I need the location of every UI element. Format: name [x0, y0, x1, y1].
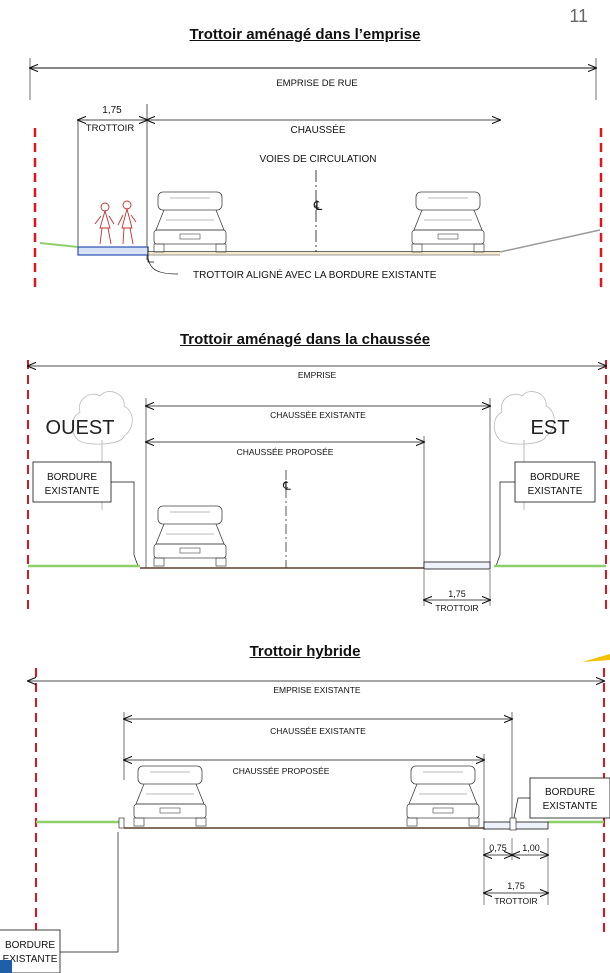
pedestrians-icon [94, 200, 137, 245]
west-label: OUEST [46, 417, 115, 439]
section-2-title: Trottoir aménagé dans la chaussée [179, 331, 431, 348]
proposed-roadway-label: CHAUSSÉE PROPOSÉE [237, 447, 334, 457]
existing-roadway-label: CHAUSSÉE EXISTANTE [270, 410, 366, 420]
car-left-icon [133, 765, 207, 827]
east-curb-callout [529, 777, 610, 819]
sidewalk-slab [423, 561, 491, 570]
proposed-roadway-label: CHAUSSÉE PROPOSÉE [233, 766, 330, 776]
west-curb-label-line2: EXISTANTE [45, 486, 100, 497]
corner-accent [0, 960, 12, 973]
east-curb-callout [514, 461, 596, 503]
car-right-icon [411, 191, 485, 253]
east-label: EST [531, 417, 570, 439]
sidewalk-label: TROTTOIR [86, 123, 135, 134]
lanes-label: VOIES DE CIRCULATION [259, 154, 376, 165]
east-curb-label-line1: BORDURE [545, 787, 595, 798]
sidewalk-slab [77, 246, 149, 256]
west-curb-label-line1: BORDURE [5, 940, 55, 951]
east-curb-label-line1: BORDURE [530, 472, 580, 483]
section-2-diagram: EMPRISE CHAUSSÉE EXISTANTE CHAUSSÉE PROP… [27, 360, 607, 613]
embankment [499, 229, 601, 253]
emprise-label: EMPRISE [298, 370, 337, 380]
car-left-icon [153, 191, 227, 253]
section-1-title: Trottoir aménagé dans l’emprise [189, 26, 421, 43]
sidewalk-width: 1,75 [448, 589, 466, 599]
sidewalk-width: 1,75 [102, 105, 122, 116]
west-curb-label-line1: BORDURE [47, 472, 97, 483]
dim-a: 0,75 [489, 843, 507, 853]
east-curb-label-line2: EXISTANTE [528, 486, 583, 497]
yellow-accent [582, 654, 610, 662]
dim-b: 1,00 [522, 843, 540, 853]
section-1-diagram: EMPRISE DE RUE 1,75 TROTTOIR CHAUSSÉE VO… [30, 58, 603, 290]
emprise-label: EMPRISE EXISTANTE [273, 685, 361, 695]
roadway-label: CHAUSSÉE [290, 123, 345, 136]
east-curb-label-line2: EXISTANTE [543, 801, 598, 812]
page-number: 11 [569, 6, 588, 26]
alignment-note: TROTTOIR ALIGNÉ AVEC LA BORDURE EXISTANT… [193, 268, 437, 281]
car-icon [153, 505, 227, 567]
existing-roadway-label: CHAUSSÉE EXISTANTE [270, 726, 366, 736]
centerline-symbol: ℄ [313, 198, 323, 213]
sidewalk-label: TROTTOIR [494, 896, 537, 906]
emprise-label: EMPRISE DE RUE [276, 78, 357, 89]
car-right-icon [406, 765, 480, 827]
section-3-title: Trottoir hybride [249, 643, 361, 660]
sidewalk-width: 1,75 [507, 881, 525, 891]
west-curb-label-line2: EXISTANTE [3, 954, 58, 965]
section-3-diagram: EMPRISE EXISTANTE CHAUSSÉE EXISTANTE CHA… [0, 654, 610, 973]
centerline-symbol: ℄ [282, 479, 291, 493]
sidewalk-label: TROTTOIR [435, 603, 478, 613]
